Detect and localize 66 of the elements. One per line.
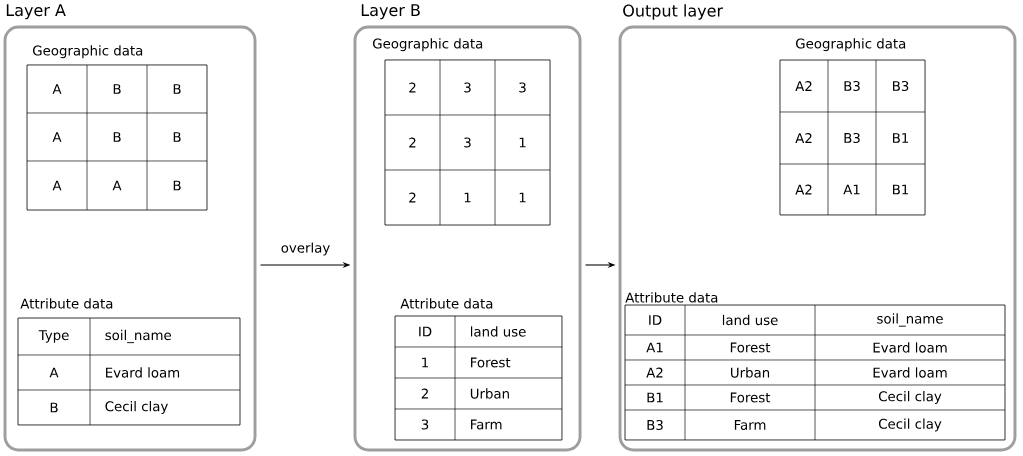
- edge-label: overlay: [281, 242, 330, 256]
- section-heading: Geographic data: [373, 38, 483, 52]
- section-heading: Geographic data: [796, 38, 906, 52]
- grid-value: A: [52, 84, 62, 94]
- grid-value: A2: [795, 133, 812, 143]
- table-entry: Type: [38, 330, 69, 343]
- table-entry: Forest: [471, 357, 511, 368]
- grid-value: B: [173, 84, 181, 94]
- table-entry: soil_name: [105, 329, 172, 344]
- table-entry: B: [50, 402, 58, 413]
- section-heading: Geographic data: [33, 45, 143, 59]
- table-entry: land use: [722, 314, 778, 326]
- grid-value: B: [113, 84, 121, 94]
- table-entry: A2: [646, 367, 663, 378]
- table-entry: A: [49, 367, 59, 378]
- table-entry: A1: [646, 342, 663, 353]
- table-entry: land use: [470, 326, 526, 337]
- table-entry: Cecil clay: [105, 401, 168, 414]
- table-entry: 1: [422, 357, 428, 368]
- grid-value: A: [52, 132, 62, 142]
- section-heading: Attribute data: [400, 298, 493, 309]
- grid-value: 2: [409, 137, 416, 148]
- table-entry: Urban: [470, 388, 509, 399]
- panel-heading: Layer B: [361, 4, 420, 20]
- grid-value: B1: [893, 133, 909, 143]
- table-entry: Evard loam: [873, 367, 947, 378]
- table-entry: Evard loam: [106, 367, 180, 378]
- table-entry: B1: [647, 392, 663, 403]
- table-entry: ID: [649, 315, 662, 325]
- grid-value: 3: [464, 82, 471, 93]
- grid-value: 2: [409, 192, 416, 203]
- table-entry: ID: [419, 326, 432, 337]
- grid-value: 1: [519, 137, 526, 148]
- grid-value: B: [173, 132, 181, 142]
- grid-value: B3: [844, 132, 860, 144]
- table-entry: Urban: [731, 367, 770, 378]
- panel-heading: Layer A: [6, 4, 66, 20]
- grid-value: A2: [795, 81, 812, 91]
- grid-value: B: [113, 132, 121, 142]
- grid-value: B3: [844, 80, 860, 92]
- table-entry: 3: [421, 419, 429, 430]
- grid-value: B1: [893, 184, 909, 195]
- table-entry: 2: [421, 388, 428, 399]
- grid-value: 1: [464, 192, 471, 203]
- section-heading: Attribute data: [625, 292, 718, 303]
- panel-heading: Output layer: [623, 4, 724, 20]
- table-entry: Farm: [471, 419, 502, 430]
- table-entry: soil_name: [877, 313, 943, 327]
- grid-value: A: [112, 180, 122, 191]
- grid-value: A: [52, 180, 62, 191]
- grid-value: B3: [893, 80, 909, 92]
- table-entry: Forest: [730, 392, 771, 403]
- table-entry: B3: [647, 419, 663, 431]
- grid-value: A2: [795, 184, 812, 195]
- grid-value: 3: [464, 137, 471, 148]
- table-entry: Evard loam: [873, 342, 947, 353]
- table-entry: Forest: [730, 342, 771, 353]
- grid-value: 2: [409, 82, 416, 93]
- grid-value: A1: [843, 184, 860, 195]
- table-entry: Farm: [734, 420, 766, 430]
- table-entry: Cecil clay: [878, 418, 942, 432]
- section-heading: Attribute data: [20, 298, 113, 309]
- grid-value: 3: [519, 82, 526, 93]
- grid-value: B: [173, 180, 181, 191]
- table-entry: Cecil clay: [878, 391, 942, 404]
- grid-value: 1: [519, 192, 526, 203]
